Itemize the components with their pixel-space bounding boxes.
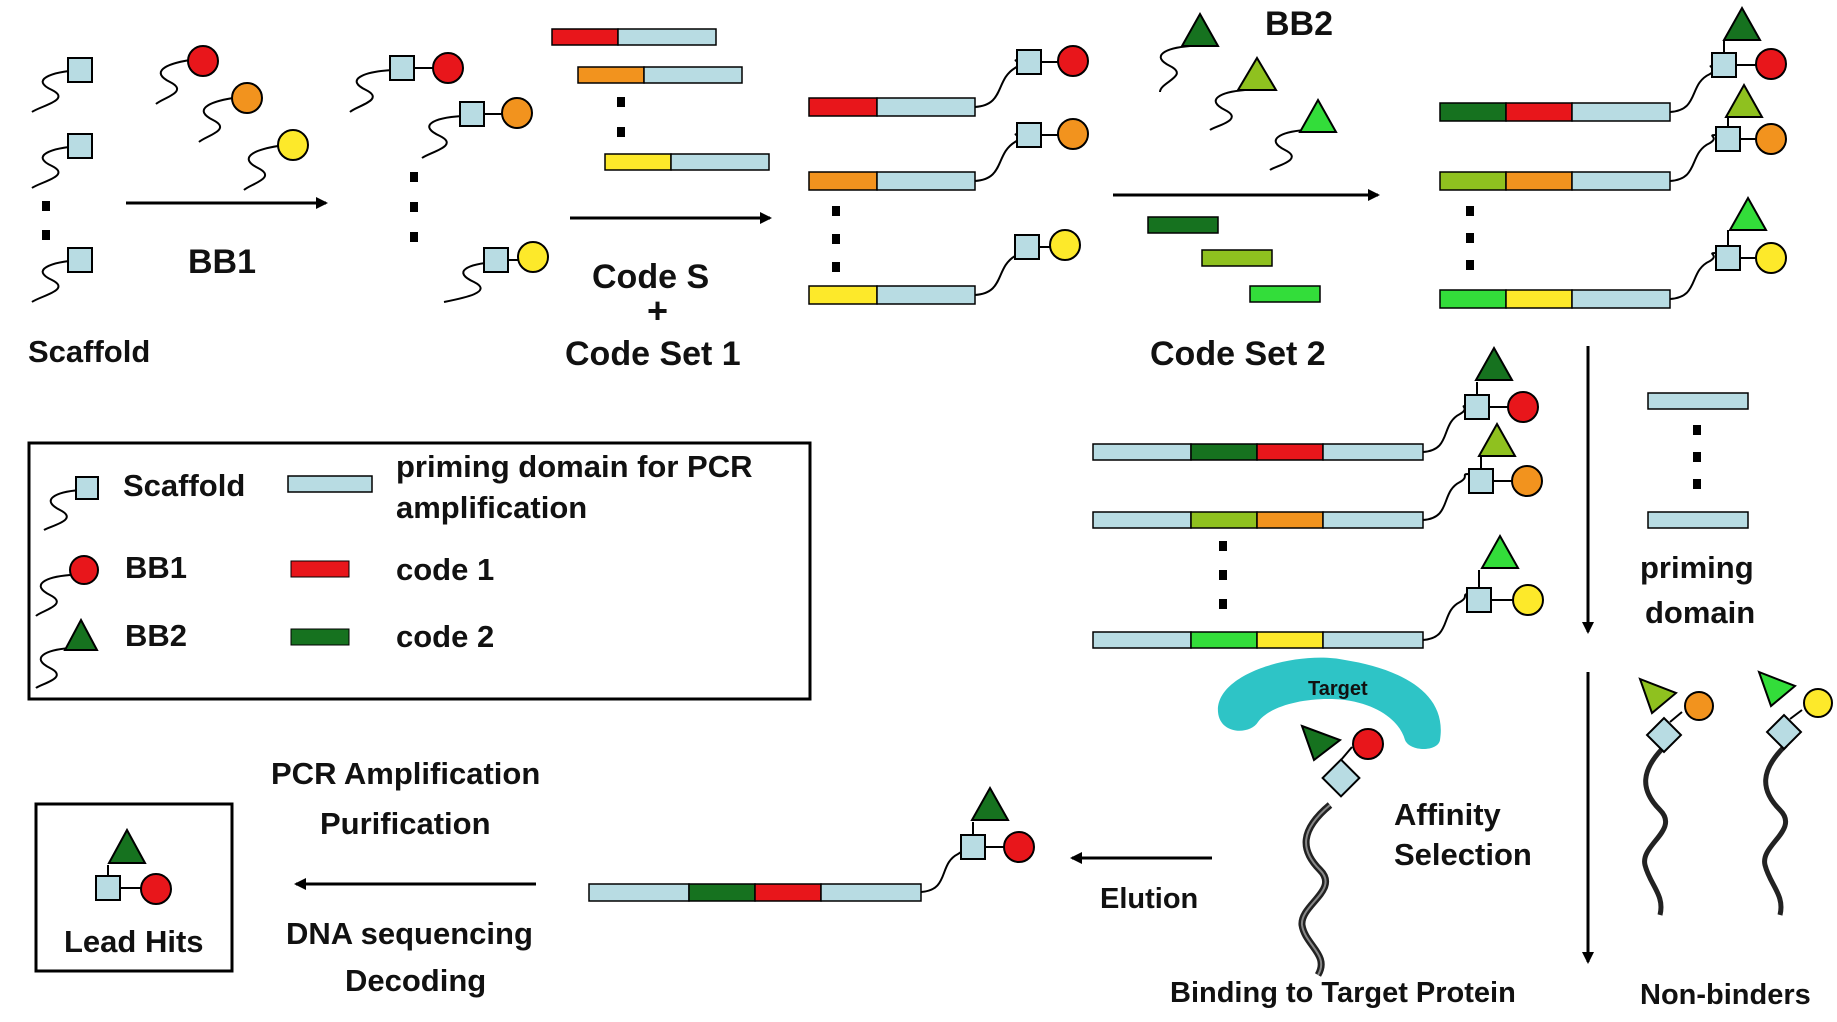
scaffold-label: Scaffold [28,334,150,369]
scaffold-molecule [31,247,93,303]
dna-sequencing-label: DNA sequencing [286,916,533,951]
lead-hits-label: Lead Hits [64,924,204,959]
decoding-label: Decoding [345,963,486,998]
legend-code1-label: code 1 [396,552,494,587]
legend-code2-swatch [290,628,350,646]
target-label: Target [1308,678,1368,700]
scaffold-molecule [31,57,93,113]
dark-green-triangle-icon [1180,11,1220,47]
legend-scaffold-icon [75,476,99,500]
legend: Scaffold priming domain for PCR amplific… [27,441,812,701]
red-circle-icon [187,45,219,77]
ellipsis-dots [42,201,50,240]
non-binders-label: Non-binders [1640,979,1811,1011]
yellow-circle-icon [277,129,309,161]
legend-code1-swatch [290,560,350,578]
scaffold-stage: Scaffold [28,57,150,369]
legend-bb1-label: BB1 [125,550,187,585]
plus-label: + [647,290,668,331]
non-binders [1638,670,1833,916]
elution-label: Elution [1100,883,1198,915]
affinity-label-1: Affinity [1394,797,1502,832]
encoded-library-1 [808,45,1089,305]
legend-code2-label: code 2 [396,619,494,654]
bb2-label: BB2 [1265,5,1333,43]
priming-label-1: priming [1640,550,1754,585]
legend-primer-swatch [287,475,373,493]
priming-label-2: domain [1645,595,1755,630]
primed-library [1092,345,1544,649]
code-s-label: Code S [592,258,709,296]
pcr-amplification-label: PCR Amplification [271,756,540,791]
light-green-triangle-icon [1298,97,1338,133]
code-set-2-codes [1147,216,1321,303]
code-set-1-label: Code Set 1 [565,335,741,373]
lead-hits-box: Lead Hits [34,802,234,973]
legend-bb2-icon [63,617,99,651]
purification-label: Purification [320,806,491,841]
mid-green-triangle-icon [1236,56,1278,91]
encoded-library-2 [1439,5,1787,309]
binding-label: Binding to Target Protein [1170,977,1516,1009]
legend-scaffold-label: Scaffold [123,468,245,503]
legend-priming-label-2: amplification [396,490,587,525]
legend-bb1-icon [69,555,99,585]
scaffold-bb1-products [349,52,549,303]
affinity-label-2: Selection [1394,837,1532,872]
target-protein-shape [1217,657,1441,749]
orange-circle-icon [231,82,263,114]
priming-domain-strands [1647,392,1749,529]
bb1-building-blocks [155,45,309,191]
bb1-label: BB1 [188,243,256,281]
scaffold-molecule [31,133,93,189]
code-set-2-label: Code Set 2 [1150,335,1326,373]
code-set-1-strands [551,28,770,171]
legend-bb2-label: BB2 [125,618,187,653]
eluted-hit-strand [588,785,1035,902]
bb2-building-blocks [1159,11,1338,171]
legend-priming-label-1: priming domain for PCR [396,449,753,484]
target-binding: Target [1217,657,1441,977]
